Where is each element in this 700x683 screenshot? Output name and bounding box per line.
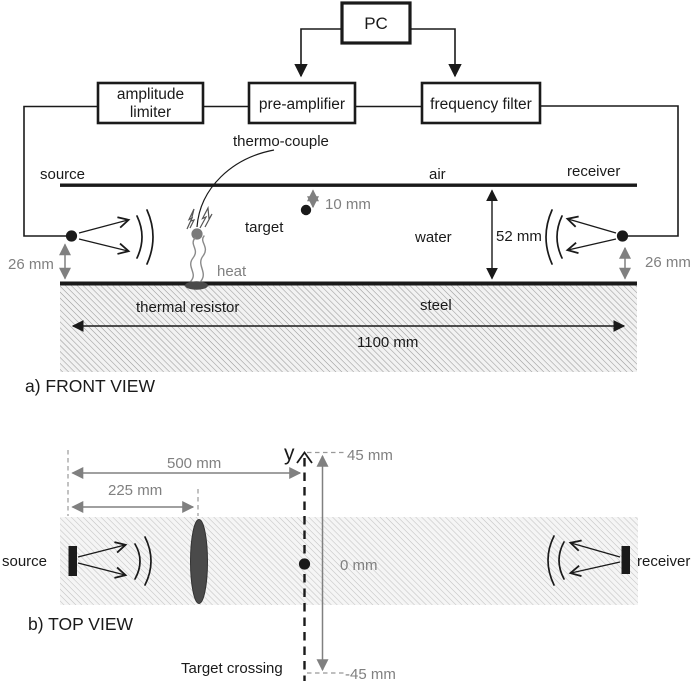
top-view-caption: b) TOP VIEW [28,614,134,634]
top-target-dot [298,558,311,570]
source-height-dim-label: 26 mm [8,256,54,273]
water-label: water [414,229,452,246]
pc-label: PC [364,14,388,33]
source-to-crossing-dim-label: 500 mm [167,455,221,472]
top-source-beam-upper [77,545,125,558]
thermo-couple-pointer-curve [196,149,275,228]
thermal-resistor-label: thermal resistor [136,299,239,316]
steel-surface-line [60,281,637,286]
amplitude-limiter-label-line2: limiter [130,104,171,121]
wire-filter-to-receiver [540,105,679,237]
pre-amplifier-label: pre-amplifier [259,96,345,113]
front-source-wavefront-inner [136,215,143,259]
front-receiver-wavefront-outer [545,209,553,265]
heat-label: heat [217,263,247,280]
front-receiver-wavefront-inner [556,215,563,259]
y-zero-label: 0 mm [340,557,378,574]
front-source-transducer-dot [65,230,78,242]
target-label: target [245,219,284,236]
target-crossing-label: Target crossing [181,660,283,677]
water-surface-line [60,183,637,187]
front-target-dot [300,204,312,216]
top-source-label: source [2,553,47,570]
front-source-wavefront-outer [146,209,154,265]
acoustic-lens [190,519,208,604]
top-receiver-beam-upper [571,543,621,558]
front-view-section: source air receiver water steel thermo-c… [8,133,691,396]
wire-pc-to-preamplifier [294,28,342,78]
thermo-couple-label: thermo-couple [233,133,329,150]
front-receiver-beam-lower [568,238,617,250]
air-label: air [429,166,446,183]
front-source-label: source [40,166,85,183]
amplitude-limiter-label-line1: amplitude [117,86,184,103]
top-view-section: 500 mm 225 mm source receiver y 45 mm 0 … [2,442,690,683]
front-receiver-beam-upper [568,219,617,234]
pc-box [340,1,412,45]
wire-limiter-to-source [23,105,98,237]
frequency-filter-label: frequency filter [430,96,532,113]
source-to-lens-dim-label: 225 mm [108,482,162,499]
y-axis-arrowhead [296,450,313,464]
top-view-channel-band [60,517,638,605]
y-axis-label: y [284,442,295,465]
top-receiver-beam-lower [571,561,621,573]
heat-wave-right [200,235,207,282]
front-receiver-label: receiver [567,163,620,180]
spark-squiggle-right [199,205,213,229]
top-receiver-wavefront-inner [558,541,565,580]
steel-label: steel [420,297,452,314]
pre-amplifier-box [247,81,357,125]
y-min-label: -45 mm [345,666,396,683]
top-source-wavefront-outer [144,536,152,586]
top-source-wavefront-inner [134,543,141,580]
receiver-height-dim-label: 26 mm [645,254,691,271]
top-source-beam-lower [77,562,125,575]
top-source-transducer [68,546,77,576]
top-receiver-label: receiver [637,553,690,570]
water-depth-dim-label: 52 mm [496,228,542,245]
heat-wave-left [190,237,197,282]
thermo-couple-dot [191,228,203,240]
front-receiver-transducer-dot [616,230,629,242]
front-view-caption: a) FRONT VIEW [25,376,155,396]
y-max-label: 45 mm [347,447,393,464]
front-source-beam-lower [78,238,128,251]
tank-length-dim-label: 1100 mm [357,334,418,351]
spark-squiggle-left [186,208,196,230]
thermal-resistor [185,281,208,290]
amplitude-limiter-box [96,81,205,125]
wire-pc-to-frequency-filter [410,28,462,78]
top-receiver-wavefront-outer [547,535,555,586]
front-source-beam-upper [78,220,128,234]
circuit-section: PC amplitude limiter pre-amplifier frequ… [23,1,679,237]
frequency-filter-box [420,81,542,125]
top-receiver-transducer [621,546,630,574]
target-depth-dim-label: 10 mm [325,196,371,213]
